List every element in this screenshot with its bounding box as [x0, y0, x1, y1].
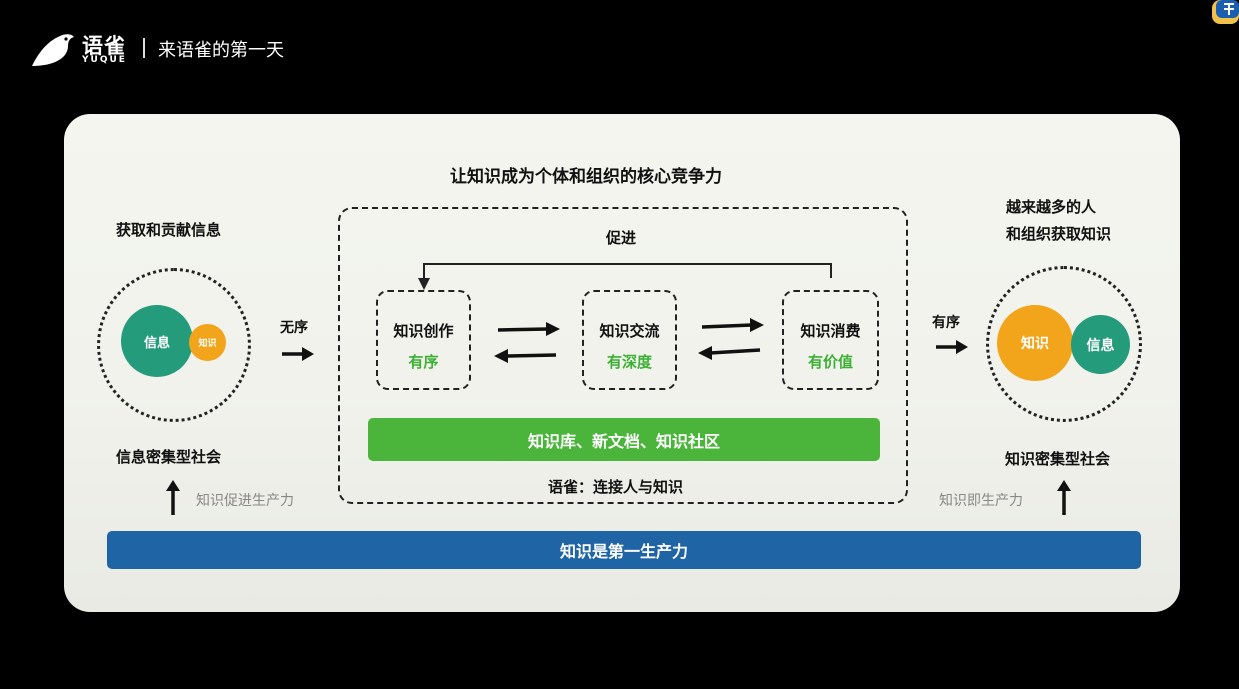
- yuque-caption: 语雀：连接人与知识: [548, 478, 684, 496]
- left-heading: 获取和贡献信息: [116, 221, 222, 239]
- promote-loop-arrow-icon: [418, 263, 832, 290]
- right-heading-line2: 和组织获取知识: [1006, 225, 1112, 243]
- node-title: 知识交流: [599, 322, 660, 340]
- left-knowledge-bubble: 知识: [189, 324, 226, 361]
- left-bottom-note: 知识促进生产力: [196, 493, 294, 509]
- right-info-bubble: 信息: [1071, 315, 1130, 374]
- right-bottom-note: 知识即生产力: [939, 493, 1023, 509]
- right-knowledge-bubble: 知识: [997, 305, 1073, 381]
- right-up-arrow-icon: [1057, 480, 1071, 515]
- corner-badge-icon: [1212, 0, 1239, 24]
- logo-wordmark: 语雀: [82, 34, 126, 58]
- yuque-bird-logo-icon: [32, 34, 74, 66]
- header-title: 来语雀的第一天: [158, 40, 284, 61]
- left-arrow-label: 无序: [280, 320, 308, 336]
- exchange-to-create-arrow-icon: [494, 349, 557, 363]
- left-right-arrow-icon: [282, 347, 314, 361]
- node-knowledge-consumption: 知识消费 有价值: [782, 290, 879, 390]
- header-divider: [143, 38, 145, 58]
- productivity-bar: 知识是第一生产力: [107, 531, 1141, 569]
- logo-subtext: YUQUE: [82, 55, 127, 65]
- left-caption: 信息密集型社会: [116, 448, 222, 466]
- right-heading-line1: 越来越多的人: [1006, 198, 1097, 216]
- consume-to-exchange-arrow-icon: [698, 346, 761, 360]
- node-title: 知识消费: [800, 322, 861, 340]
- right-dotted-circle: [986, 266, 1142, 422]
- node-title: 知识创作: [393, 322, 454, 340]
- node-subtitle: 有深度: [606, 353, 652, 371]
- left-up-arrow-icon: [166, 480, 180, 515]
- yuque-dashed-frame: [338, 207, 908, 504]
- node-knowledge-exchange: 知识交流 有深度: [582, 290, 677, 390]
- node-subtitle: 有价值: [807, 353, 853, 371]
- right-arrow-label: 有序: [932, 315, 960, 331]
- left-info-bubble: 信息: [121, 305, 193, 377]
- node-knowledge-creation: 知识创作 有序: [376, 290, 471, 390]
- create-to-exchange-arrow-icon: [497, 322, 560, 336]
- yuque-products-bar: 知识库、新文档、知识社区: [368, 418, 880, 461]
- left-dotted-circle: [97, 268, 251, 422]
- right-right-arrow-icon: [936, 340, 968, 354]
- node-subtitle: 有序: [408, 353, 439, 371]
- promote-label: 促进: [606, 229, 637, 247]
- exchange-to-consume-arrow-icon: [701, 318, 764, 332]
- diagram-title: 让知识成为个体和组织的核心竞争力: [450, 167, 722, 187]
- right-caption: 知识密集型社会: [1005, 450, 1111, 468]
